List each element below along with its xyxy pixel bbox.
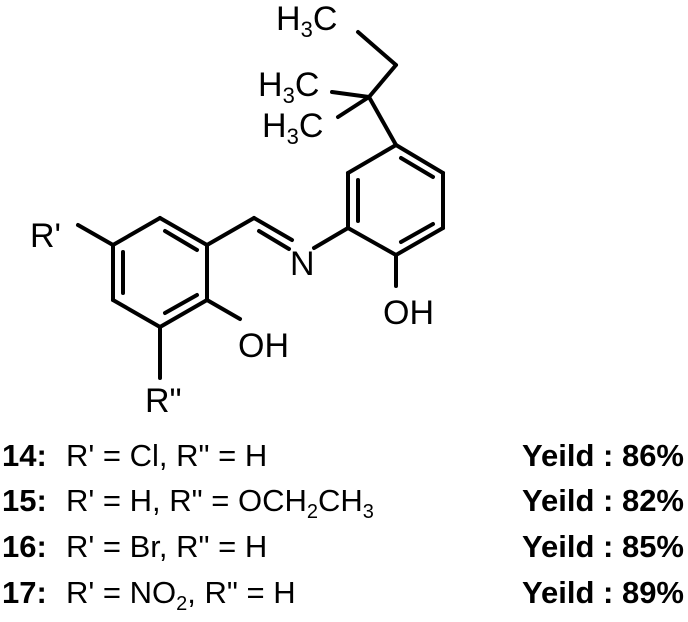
r-prime-label: R' bbox=[30, 217, 61, 255]
compound-number: 15: bbox=[2, 483, 47, 518]
bond-lines bbox=[76, 30, 445, 380]
ch3-mid2-label: H3C bbox=[262, 107, 323, 149]
ch3-top-label: H3C bbox=[276, 0, 337, 42]
compound-number: 17: bbox=[2, 575, 47, 610]
compound-yield: Yeild : 86% bbox=[522, 438, 684, 473]
compound-row: 14: R' = Cl, R" = H Yeild : 86% bbox=[2, 438, 684, 473]
compound-substituents: R' = NO2, R" = H bbox=[66, 575, 296, 615]
ch3-mid1-label: H3C bbox=[258, 66, 319, 108]
compound-number: 14: bbox=[2, 438, 47, 473]
compound-row: 16: R' = Br, R" = H Yeild : 85% bbox=[2, 529, 684, 564]
compound-number: 16: bbox=[2, 529, 47, 564]
nitrogen-label: N bbox=[290, 245, 315, 283]
oh-right-label: OH bbox=[383, 294, 434, 332]
oh-left-label: OH bbox=[238, 327, 289, 365]
compound-yield: Yeild : 85% bbox=[522, 529, 684, 564]
compound-substituents: R' = Cl, R" = H bbox=[66, 438, 267, 473]
compound-row: 15: R' = H, R" = OCH2CH3 Yeild : 82% bbox=[2, 483, 684, 523]
compound-yield: Yeild : 89% bbox=[522, 575, 684, 610]
compound-row: 17: R' = NO2, R" = H Yeild : 89% bbox=[2, 575, 684, 615]
compound-substituents: R' = H, R" = OCH2CH3 bbox=[66, 483, 374, 523]
compound-substituents: R' = Br, R" = H bbox=[66, 529, 267, 564]
compound-yield: Yeild : 82% bbox=[522, 483, 684, 518]
r-double-prime-label: R" bbox=[145, 382, 182, 420]
